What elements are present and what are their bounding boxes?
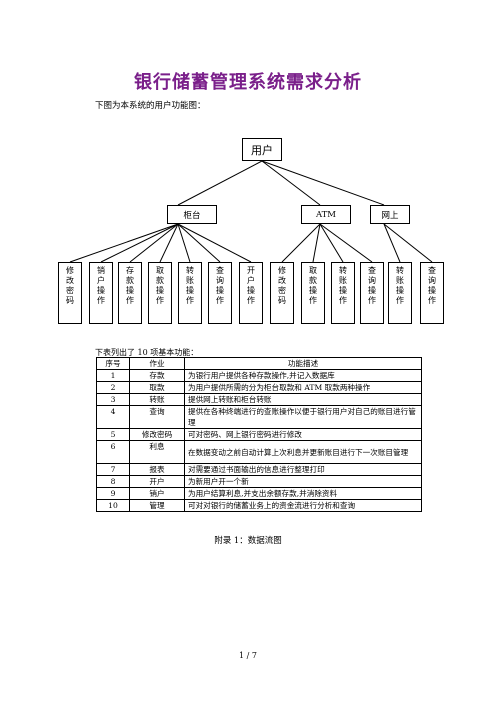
diagram-leaf: 销户操作 — [89, 262, 113, 324]
row-no: 7 — [96, 463, 130, 476]
diagram-leaf: 修改密码 — [270, 262, 294, 324]
table-row: 3 转账 提供网上转账和柜台转账 — [96, 393, 422, 406]
row-op: 查询 — [129, 405, 185, 429]
row-desc: 为用户结算利息,并支出余额存款,并消除资料 — [184, 487, 422, 500]
table-row: 5 修改密码 可对密码、网上银行密码进行修改 — [96, 428, 422, 441]
row-desc: 可对密码、网上银行密码进行修改 — [184, 428, 422, 441]
appendix-caption: 附录 1：数据流图 — [214, 536, 282, 546]
header-op: 作业 — [129, 357, 185, 370]
diagram-root-user: 用户 — [242, 138, 282, 161]
diagram-branch-counter: 柜台 — [167, 205, 217, 224]
row-op: 取款 — [129, 381, 185, 394]
function-table: 序号 作业 功能描述 1 存款 为银行用户提供各种存款操作,并记入数据库 2 取… — [96, 357, 422, 512]
row-desc: 为新用户开一个新 — [184, 475, 422, 488]
row-no: 9 — [96, 487, 130, 500]
diagram-leaf: 取款操作 — [301, 262, 325, 324]
table-row: 10 管理 可对对银行的储蓄业务上的资金流进行分析和查询 — [96, 499, 422, 512]
row-op: 存款 — [129, 369, 185, 382]
page-number: 1 / 7 — [239, 651, 257, 660]
row-no: 5 — [96, 428, 130, 441]
diagram-leaf: 转账操作 — [178, 262, 202, 324]
table-header-row: 序号 作业 功能描述 — [96, 357, 422, 370]
table-caption: 下表列出了 10 项基本功能： — [95, 348, 199, 357]
row-no: 8 — [96, 475, 130, 488]
table-row: 1 存款 为银行用户提供各种存款操作,并记入数据库 — [96, 369, 422, 382]
row-no: 6 — [96, 440, 130, 464]
row-desc: 在数据变动之前自动计算上次利息并更新账目进行下一次账目管理 — [184, 440, 422, 464]
row-op: 修改密码 — [129, 428, 185, 441]
diagram-leaf: 存款操作 — [118, 262, 142, 324]
row-desc: 提供在各种终端进行的查账操作以便于银行用户对自己的账目进行管理 — [184, 405, 422, 429]
header-desc: 功能描述 — [184, 357, 422, 370]
row-op: 管理 — [129, 499, 185, 512]
diagram-leaf: 查询操作 — [360, 262, 384, 324]
table-row: 2 取款 为用户提供所需的分为柜台取款和 ATM 取款两种操作 — [96, 381, 422, 394]
row-no: 4 — [96, 405, 130, 429]
row-op: 转账 — [129, 393, 185, 406]
intro-text: 下图为本系统的用户功能图： — [95, 101, 206, 111]
diagram-branch-online: 网上 — [370, 205, 410, 224]
row-no: 1 — [96, 369, 130, 382]
row-op: 开户 — [129, 475, 185, 488]
row-no: 2 — [96, 381, 130, 394]
table-row: 9 销户 为用户结算利息,并支出余额存款,并消除资料 — [96, 487, 422, 500]
row-op: 利息 — [129, 440, 185, 464]
row-no: 3 — [96, 393, 130, 406]
table-row: 6 利息 在数据变动之前自动计算上次利息并更新账目进行下一次账目管理 — [96, 440, 422, 464]
diagram-leaf: 转账操作 — [331, 262, 355, 324]
row-no: 10 — [96, 499, 130, 512]
row-desc: 提供网上转账和柜台转账 — [184, 393, 422, 406]
table-row: 7 报表 对需要通过书面输出的信息进行整理打印 — [96, 463, 422, 476]
diagram-leaf: 修改密码 — [58, 262, 82, 324]
diagram-leaf: 查询操作 — [208, 262, 232, 324]
row-desc: 对需要通过书面输出的信息进行整理打印 — [184, 463, 422, 476]
row-desc: 为用户提供所需的分为柜台取款和 ATM 取款两种操作 — [184, 381, 422, 394]
table-row: 4 查询 提供在各种终端进行的查账操作以便于银行用户对自己的账目进行管理 — [96, 405, 422, 429]
diagram-branch-atm: ATM — [301, 205, 351, 224]
row-desc: 可对对银行的储蓄业务上的资金流进行分析和查询 — [184, 499, 422, 512]
diagram-leaf: 查询操作 — [420, 262, 444, 324]
header-no: 序号 — [96, 357, 130, 370]
row-op: 报表 — [129, 463, 185, 476]
row-op: 销户 — [129, 487, 185, 500]
row-desc: 为银行用户提供各种存款操作,并记入数据库 — [184, 369, 422, 382]
diagram-leaf: 转账操作 — [388, 262, 412, 324]
diagram-leaf: 开户操作 — [239, 262, 263, 324]
diagram-leaf: 取款操作 — [148, 262, 172, 324]
table-row: 8 开户 为新用户开一个新 — [96, 475, 422, 488]
document-title: 银行储蓄管理系统需求分析 — [134, 72, 362, 93]
